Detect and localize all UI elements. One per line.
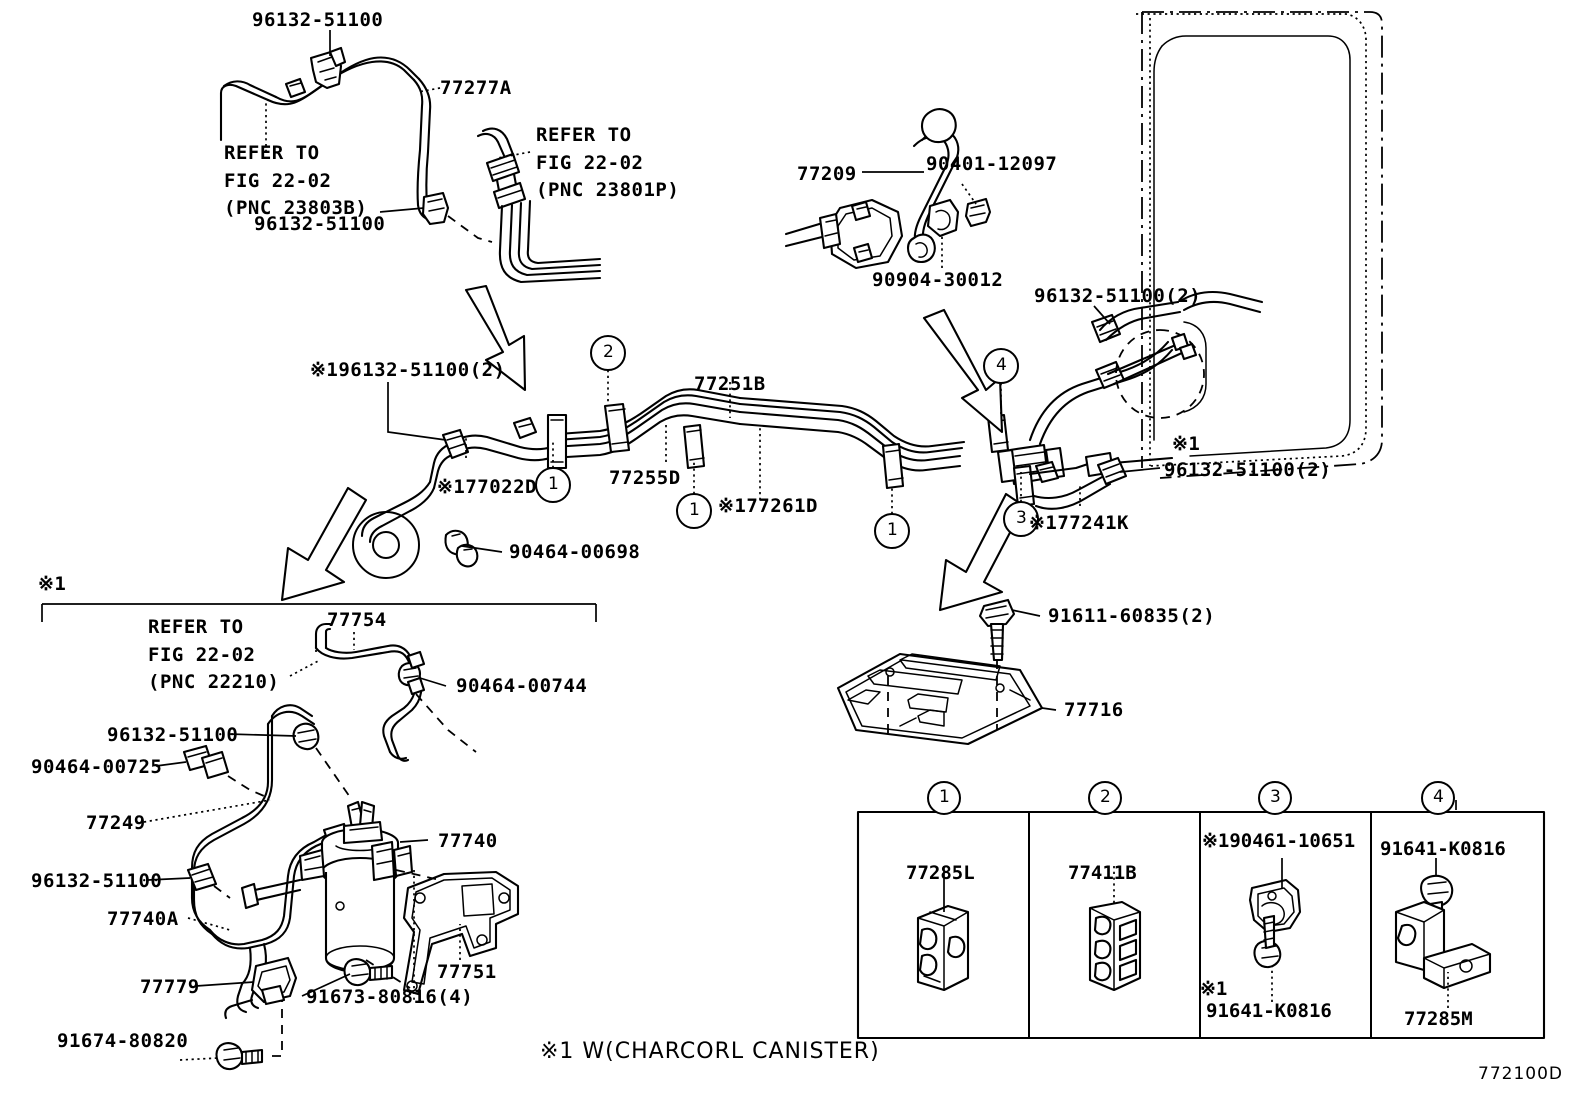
canister-77740-art xyxy=(240,800,520,1000)
legend-note1-col3: ※1 xyxy=(1200,978,1228,1000)
callout-1-inline: 1 xyxy=(689,500,700,520)
label-96132-51100-pair-bottom: 96132-51100(2) xyxy=(1164,459,1332,481)
legend-caption-91641-k0816-col4: 91641-K0816 xyxy=(1380,838,1506,860)
callout-1-inline: 1 xyxy=(887,520,898,540)
label-177241k: ※177241K xyxy=(1029,512,1129,534)
label-refer-pnc-23801p: REFER TO FIG 22-02 (PNC 23801P) xyxy=(536,124,680,202)
callout-3-inline: 3 xyxy=(1016,508,1027,528)
label-177261d: ※177261D xyxy=(718,495,818,517)
label-77251b: 77251B xyxy=(694,373,766,395)
label-90464-00744: 90464-00744 xyxy=(456,675,588,697)
label-77754: 77754 xyxy=(327,609,387,631)
legend-caption-77285l: 77285L xyxy=(906,862,975,884)
legend-part-77285l xyxy=(916,904,970,992)
label-77779: 77779 xyxy=(140,976,200,998)
note1-bracket xyxy=(41,603,597,622)
label-note1-right: ※1 xyxy=(1172,433,1201,455)
callout-4-inline: 4 xyxy=(996,355,1007,375)
arrow-down-left xyxy=(464,284,527,392)
label-77277a: 77277A xyxy=(440,77,512,99)
legend-table-art xyxy=(856,800,1546,1040)
legend-header-2: 2 xyxy=(1100,787,1111,807)
label-90401-12097: 90401-12097 xyxy=(926,153,1058,175)
main-fuel-line-art xyxy=(280,290,1264,612)
legend-part-190461 xyxy=(1248,878,1302,969)
fuel-tank-outline xyxy=(1136,11,1383,479)
label-77740a: 77740A xyxy=(107,908,179,930)
leader-lines xyxy=(143,30,1161,1061)
label-refer-pnc-23803b: REFER TO FIG 22-02 (PNC 23803B) xyxy=(224,142,368,220)
label-77716: 77716 xyxy=(1064,699,1124,721)
legend-header-3: 3 xyxy=(1270,787,1281,807)
legend-header-1: 1 xyxy=(939,787,950,807)
label-note1-bracket: ※1 xyxy=(38,573,67,595)
label-77249: 77249 xyxy=(86,812,146,834)
label-77255d: 77255D xyxy=(609,467,681,489)
legend-caption-77411b: 77411B xyxy=(1068,862,1137,884)
label-91673-80816: 91673-80816(4) xyxy=(306,986,474,1008)
label-96132-51100-top: 96132-51100 xyxy=(252,9,384,31)
label-96132-51100-pair-top: 96132-51100(2) xyxy=(1034,285,1202,307)
figure-code: 772100D xyxy=(1478,1064,1563,1084)
hose-77277a-art xyxy=(219,46,450,226)
callout-1-inline: 1 xyxy=(548,474,559,494)
label-177022d: ※177022D xyxy=(437,476,537,498)
legend-caption-190461-10651: ※190461-10651 xyxy=(1202,830,1356,852)
footnote-charcoal-canister: ※1 W(CHARCORL CANISTER) xyxy=(540,1039,880,1064)
label-90464-00698: 90464-00698 xyxy=(509,541,641,563)
legend-caption-77285m: 77285M xyxy=(1404,1008,1473,1030)
label-96132-51100-second: 96132-51100 xyxy=(254,213,386,235)
label-91611-60835: 91611-60835(2) xyxy=(1048,605,1216,627)
hose-77249-art xyxy=(182,704,320,936)
label-77751: 77751 xyxy=(437,961,497,983)
label-96132-51100-d: 96132-51100 xyxy=(31,870,163,892)
legend-part-77285m xyxy=(1394,874,1492,990)
label-96132-51100-c: 96132-51100 xyxy=(107,724,239,746)
legend-part-77411b xyxy=(1088,900,1142,992)
label-90904-30012: 90904-30012 xyxy=(872,269,1004,291)
hose-77740a-art xyxy=(208,822,352,1071)
legend-header-4: 4 xyxy=(1433,787,1444,807)
callout-2-inline: 2 xyxy=(603,342,614,362)
label-91674-80820: 91674-80820 xyxy=(57,1030,189,1052)
refer-23801p-hose-art xyxy=(476,127,602,284)
shield-77716-art xyxy=(836,598,1044,746)
tube-77754-art xyxy=(314,622,426,762)
label-refer-pnc-22210: REFER TO FIG 22-02 (PNC 22210) xyxy=(148,616,280,694)
legend-caption-91641-k0816-col3: 91641-K0816 xyxy=(1206,1000,1332,1022)
valve-77209-art xyxy=(784,108,992,270)
label-77209: 77209 xyxy=(797,163,857,185)
label-77740: 77740 xyxy=(438,830,498,852)
label-90464-00725: 90464-00725 xyxy=(31,756,163,778)
label-196132-51100: ※196132-51100(2) xyxy=(310,359,506,381)
